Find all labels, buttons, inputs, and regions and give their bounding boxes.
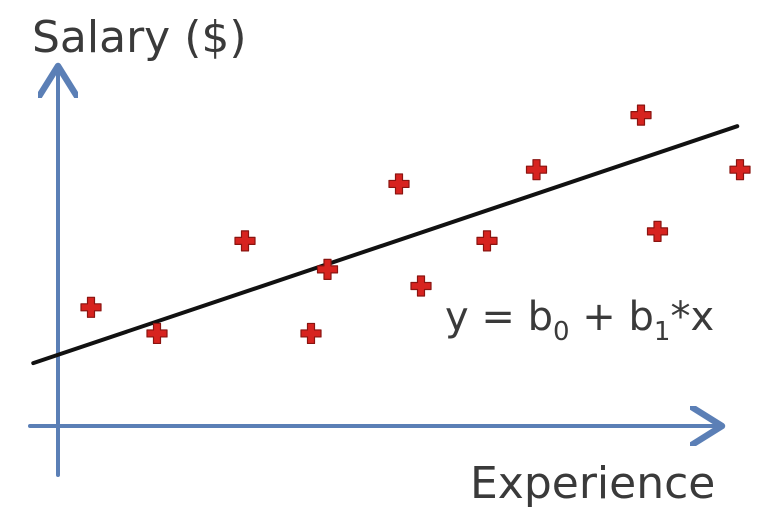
equation-subscript-0: 0 <box>553 317 570 347</box>
data-point-7 <box>410 275 432 297</box>
data-point-2 <box>146 322 168 345</box>
data-point-1 <box>80 296 102 318</box>
equation-prefix: y = b <box>445 294 553 340</box>
regression-line <box>31 124 740 366</box>
data-point-4 <box>300 322 322 345</box>
equation-suffix: *x <box>670 294 714 340</box>
data-point-9 <box>525 159 548 181</box>
data-point-8 <box>476 230 498 252</box>
data-point-11 <box>646 220 669 242</box>
y-axis-label: Salary ($) <box>32 12 247 63</box>
equation-middle: + b <box>570 294 654 340</box>
data-point-6 <box>388 173 410 195</box>
data-point-12 <box>729 159 751 181</box>
x-axis-label: Experience <box>470 458 715 509</box>
regression-equation: y = b0 + b1*x <box>445 294 714 347</box>
data-point-10 <box>630 104 652 126</box>
data-points <box>80 104 751 345</box>
data-point-3 <box>234 230 256 252</box>
data-point-5 <box>316 258 339 280</box>
equation-subscript-1: 1 <box>654 317 671 347</box>
